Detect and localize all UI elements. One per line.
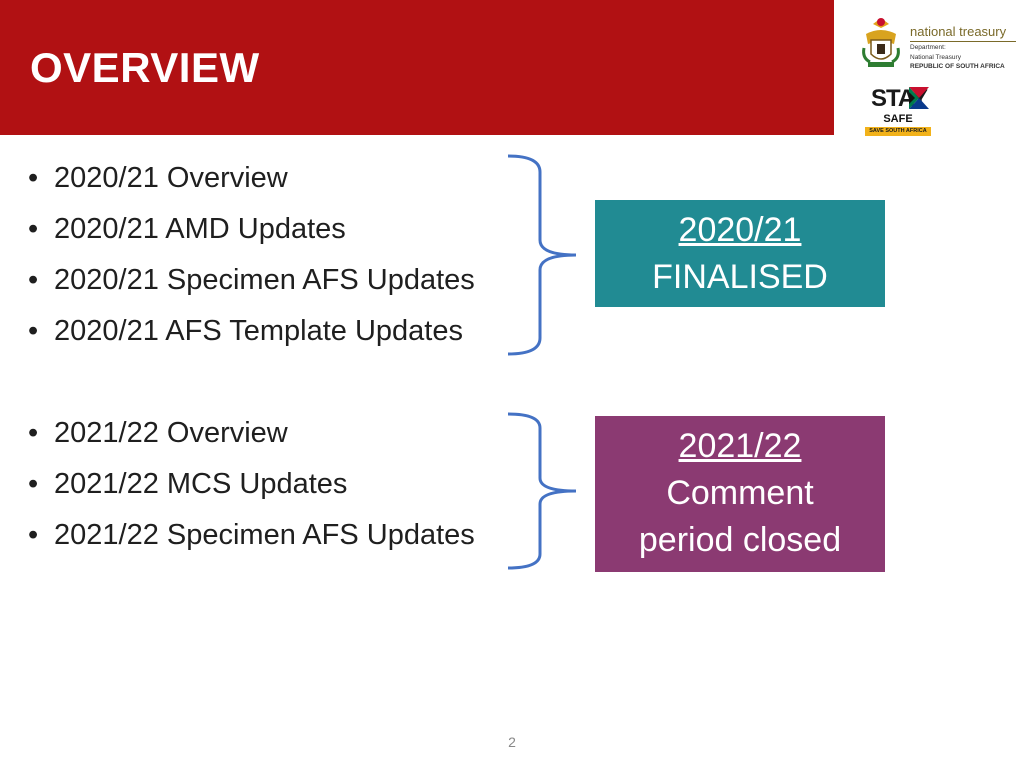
status-box-2020-21: 2020/21 FINALISED: [595, 200, 885, 307]
page-number: 2: [508, 734, 516, 750]
title-bar: OVERVIEW: [0, 0, 834, 135]
list-item: 2020/21 AFS Template Updates: [28, 306, 475, 357]
coat-of-arms-icon: [862, 18, 900, 67]
logo-brand: national treasury: [910, 24, 1016, 42]
list-item: 2020/21 Overview: [28, 153, 475, 204]
box-status-line-2: period closed: [638, 521, 842, 559]
box-status-line-1: Comment: [666, 474, 814, 512]
bullet-list-2021-22: 2021/22 Overview 2021/22 MCS Updates 202…: [28, 408, 475, 561]
list-item: 2020/21 AMD Updates: [28, 204, 475, 255]
list-item: 2021/22 Specimen AFS Updates: [28, 510, 475, 561]
save-south-africa-strip: SAVE SOUTH AFRICA: [865, 127, 931, 136]
list-item: 2021/22 MCS Updates: [28, 459, 475, 510]
bullet-list-2020-21: 2020/21 Overview 2020/21 AMD Updates 202…: [28, 153, 475, 357]
logo-line-3: REPUBLIC OF SOUTH AFRICA: [910, 63, 1005, 70]
list-item: 2021/22 Overview: [28, 408, 475, 459]
safe-word: SAFE: [883, 113, 913, 125]
status-box-2021-22: 2021/22 Comment period closed: [595, 416, 885, 572]
box-year: 2021/22: [678, 427, 802, 465]
slide-title: OVERVIEW: [30, 44, 260, 91]
logo-line-1: Department:: [910, 44, 946, 51]
box-status: FINALISED: [652, 258, 828, 296]
box-year: 2020/21: [678, 211, 802, 249]
logo-line-2: National Treasury: [910, 53, 961, 61]
national-treasury-logo: national treasury Department: National T…: [860, 12, 1016, 70]
right-brace-2020-21: [507, 154, 577, 356]
right-brace-2021-22: [507, 412, 577, 570]
stay-safe-badge: STAY SAFE SAVE SOUTH AFRICA: [865, 85, 931, 137]
logo-text: national treasury Department: National T…: [910, 24, 1016, 71]
flag-icon: [909, 87, 929, 109]
list-item: 2020/21 Specimen AFS Updates: [28, 255, 475, 306]
